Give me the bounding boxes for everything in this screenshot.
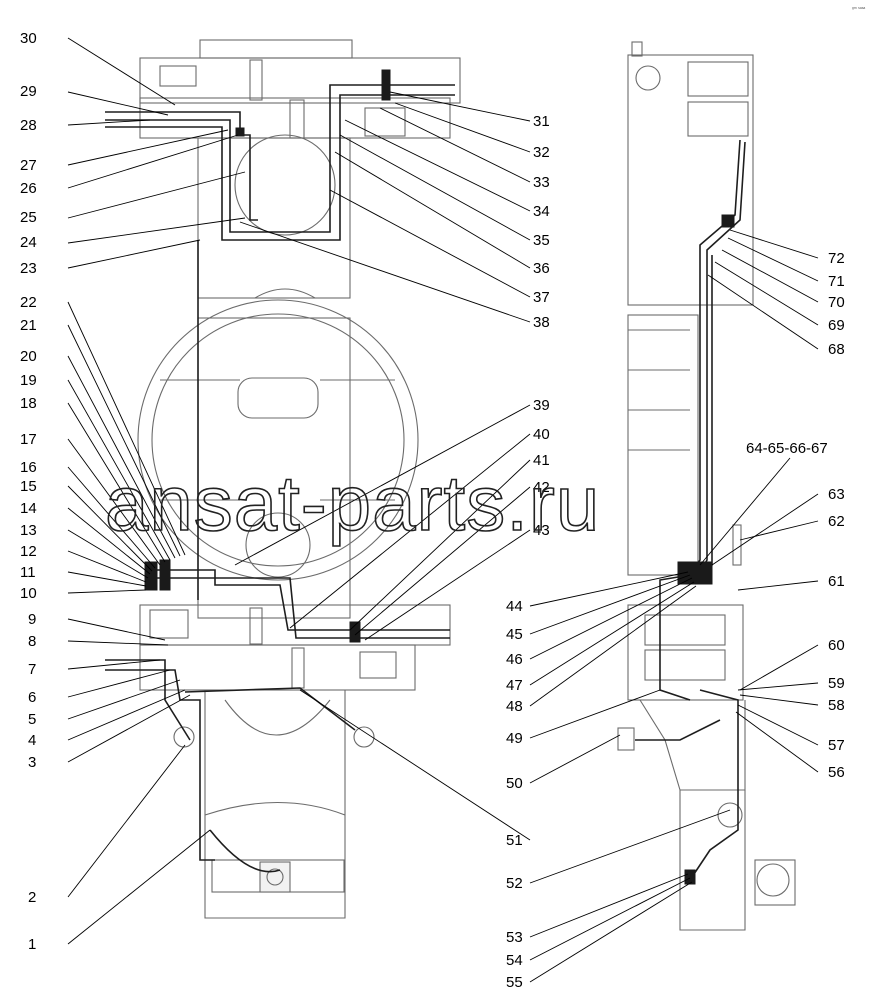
callout: 1	[28, 936, 36, 953]
callout: 17	[20, 431, 37, 448]
callout: 45	[506, 626, 523, 643]
corner-mark: ᵍᵐ ˢᵃˢᵃ	[852, 6, 865, 12]
callout: 19	[20, 372, 37, 389]
callout: 12	[20, 543, 37, 560]
callout: 72	[828, 250, 845, 267]
callout: 57	[828, 737, 845, 754]
callout: 56	[828, 764, 845, 781]
callout: 54	[506, 952, 523, 969]
callout: 69	[828, 317, 845, 334]
callout: 32	[533, 144, 550, 161]
callout: 7	[28, 661, 36, 678]
callout: 30	[20, 30, 37, 47]
callout: 2	[28, 889, 36, 906]
callout: 33	[533, 174, 550, 191]
callout: 34	[533, 203, 550, 220]
callout: 23	[20, 260, 37, 277]
callout: 70	[828, 294, 845, 311]
callout: 16	[20, 459, 37, 476]
callout: 10	[20, 585, 37, 602]
callout: 14	[20, 500, 37, 517]
watermark: ansat-parts.ru	[105, 459, 600, 547]
callout: 62	[828, 513, 845, 530]
callout: 39	[533, 397, 550, 414]
callout: 53	[506, 929, 523, 946]
callout: 49	[506, 730, 523, 747]
callout: 9	[28, 611, 36, 628]
callout: 27	[20, 157, 37, 174]
callout: 63	[828, 486, 845, 503]
callout: 29	[20, 83, 37, 100]
callout: 18	[20, 395, 37, 412]
callout: 41	[533, 452, 550, 469]
callout: 8	[28, 633, 36, 650]
callout: 28	[20, 117, 37, 134]
callout: 31	[533, 113, 550, 130]
right-assembly	[617, 41, 796, 931]
leader-lines	[67, 37, 819, 983]
callout: 55	[506, 974, 523, 991]
callout: 71	[828, 273, 845, 290]
callouts-middle: 31 32 33 34 35 36 37 38 39 40 41 42 43 4…	[506, 113, 550, 991]
callout: 47	[506, 677, 523, 694]
callout: 15	[20, 478, 37, 495]
callout: 5	[28, 711, 36, 728]
callout: 40	[533, 426, 550, 443]
callout: 44	[506, 598, 523, 615]
callouts-left: 30 29 28 27 26 25 24 23 22 21 20 19 18 1…	[20, 30, 37, 953]
callout: 60	[828, 637, 845, 654]
callout: 22	[20, 294, 37, 311]
callout: 51	[506, 832, 523, 849]
callout: 24	[20, 234, 37, 251]
callout: 4	[28, 732, 36, 749]
callout: 50	[506, 775, 523, 792]
callout: 52	[506, 875, 523, 892]
callout: 43	[533, 522, 550, 539]
callout: 35	[533, 232, 550, 249]
callout: 6	[28, 689, 36, 706]
callout: 64-65-66-67	[746, 440, 828, 457]
callout: 37	[533, 289, 550, 306]
left-assembly	[105, 39, 461, 919]
callout: 48	[506, 698, 523, 715]
callout: 13	[20, 522, 37, 539]
callout: 46	[506, 651, 523, 668]
callouts-right: 72 71 70 69 68 64-65-66-67 63 62 61 60 5…	[746, 250, 845, 781]
callout: 61	[828, 573, 845, 590]
callout: 68	[828, 341, 845, 358]
callout: 58	[828, 697, 845, 714]
callout: 21	[20, 317, 37, 334]
callout: 3	[28, 754, 36, 771]
callout: 25	[20, 209, 37, 226]
callout: 20	[20, 348, 37, 365]
callout: 59	[828, 675, 845, 692]
callout: 26	[20, 180, 37, 197]
callout: 38	[533, 314, 550, 331]
callout: 42	[533, 479, 550, 496]
callout: 11	[20, 564, 36, 581]
callout: 36	[533, 260, 550, 277]
